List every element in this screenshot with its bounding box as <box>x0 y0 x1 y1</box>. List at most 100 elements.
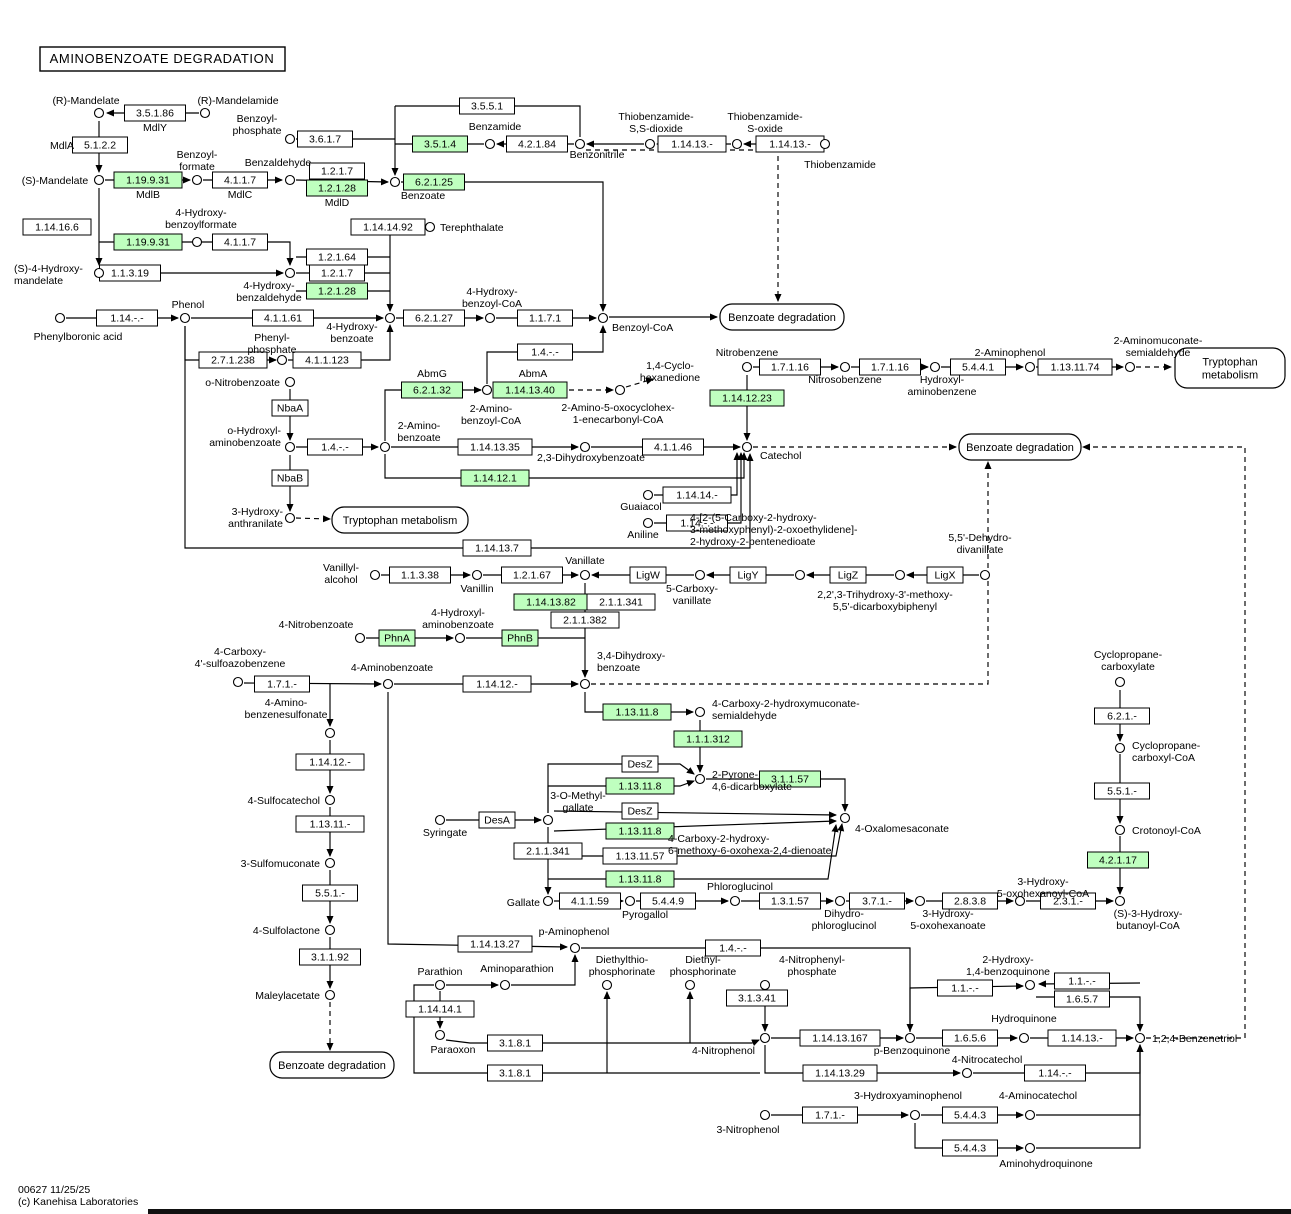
enzyme-box-1-2-1-64[interactable]: 1.2.1.64 <box>306 248 368 266</box>
compound-node-benzamide[interactable] <box>484 138 496 150</box>
enzyme-box-ligw[interactable]: LigW <box>629 566 667 584</box>
compound-node-paraoxon[interactable] <box>434 1029 446 1041</box>
compound-node-aminoparathion[interactable] <box>499 979 511 991</box>
enzyme-box-3-5-1-86[interactable]: 3.5.1.86 <box>124 104 186 122</box>
compound-node-5-carboxyvanillate[interactable] <box>694 569 706 581</box>
compound-node-s-3-hydroxybutanoyl-coa[interactable] <box>1114 895 1126 907</box>
enzyme-box[interactable] <box>254 675 310 693</box>
enzyme-box-1-2-1-28[interactable]: 1.2.1.28 <box>306 282 368 300</box>
enzyme-box-1-13-11-8[interactable]: 1.13.11.8 <box>605 777 675 795</box>
pathway-link[interactable]: Tryptophan metabolism <box>331 506 469 534</box>
enzyme-box-desa[interactable]: DesA <box>478 811 516 829</box>
compound-node-benzonitrile[interactable] <box>574 138 586 150</box>
compound-node-4-hydroxybenzoate[interactable] <box>384 312 396 324</box>
enzyme-box-1-7-1-16[interactable]: 1.7.1.16 <box>759 358 821 376</box>
compound-node-phenol[interactable] <box>179 312 191 324</box>
enzyme-box-1-14-12-23[interactable]: 1.14.12.23 <box>709 389 785 407</box>
compound-node-thiobenzamide[interactable] <box>819 138 831 150</box>
compound-node-vanillin[interactable] <box>471 569 483 581</box>
enzyme-box[interactable] <box>457 438 533 456</box>
enzyme-box-ligx[interactable]: LigX <box>926 566 964 584</box>
enzyme-box-3-5-1-4[interactable]: 3.5.1.4 <box>412 135 468 153</box>
enzyme-box-highlighted[interactable] <box>709 389 785 407</box>
compound-node-4-nitrophenyl-phosphate[interactable] <box>759 979 771 991</box>
pathway-link-box[interactable] <box>331 506 469 534</box>
enzyme-box-1-13-11-8[interactable]: 1.13.11.8 <box>605 870 675 888</box>
enzyme-box[interactable] <box>705 939 761 957</box>
enzyme-box-6-2-1-[interactable]: 6.2.1.- <box>1094 707 1150 725</box>
compound-node-3-sulfomuconate[interactable] <box>324 857 336 869</box>
compound-node-r-mandelamide[interactable] <box>199 107 211 119</box>
compound-node-vanillyl-alcohol[interactable] <box>369 569 381 581</box>
enzyme-box[interactable] <box>517 309 573 327</box>
enzyme-box[interactable] <box>586 593 656 611</box>
enzyme-box[interactable] <box>72 136 128 154</box>
enzyme-box[interactable] <box>459 97 515 115</box>
compound-node-terephthalate[interactable] <box>424 221 436 233</box>
enzyme-box[interactable] <box>292 351 362 369</box>
compound-node-4-nitrobenzoate[interactable] <box>354 632 366 644</box>
enzyme-box[interactable] <box>309 162 365 180</box>
enzyme-box-1-14-14-[interactable]: 1.14.14.- <box>662 486 732 504</box>
compound-node-4-oxalomesaconate[interactable] <box>839 812 851 824</box>
compound-node-o-hydroxylaminobenzoate[interactable] <box>284 441 296 453</box>
pathway-link[interactable]: Benzoate degradation <box>269 1051 395 1079</box>
enzyme-box-2-1-1-341[interactable]: 2.1.1.341 <box>586 593 656 611</box>
enzyme-box-3-1-8-1[interactable]: 3.1.8.1 <box>487 1034 543 1052</box>
enzyme-box[interactable] <box>859 358 921 376</box>
enzyme-box-highlighted[interactable] <box>460 469 530 487</box>
compound-node-diethylthiophosphorinate[interactable] <box>601 979 613 991</box>
enzyme-box[interactable] <box>559 892 621 910</box>
enzyme-box[interactable] <box>124 104 186 122</box>
enzyme-box-4-2-1-84[interactable]: 4.2.1.84 <box>506 135 568 153</box>
enzyme-box-1-14-[interactable]: 1.14.-.- <box>1024 1064 1086 1082</box>
enzyme-box-1-2-1-28[interactable]: 1.2.1.28 <box>306 179 368 197</box>
compound-node-3-4-dihydroxybenzoate[interactable] <box>579 678 591 690</box>
enzyme-box[interactable] <box>937 979 993 997</box>
compound-node-phloroglucinol[interactable] <box>729 895 741 907</box>
enzyme-box-3-7-1-[interactable]: 3.7.1.- <box>849 892 905 910</box>
enzyme-box[interactable] <box>799 1029 881 1047</box>
enzyme-box[interactable] <box>403 309 465 327</box>
enzyme-box[interactable] <box>602 847 678 865</box>
enzyme-box[interactable] <box>1024 1064 1086 1082</box>
pathway-link-box[interactable] <box>958 433 1082 461</box>
compound-node-2-aminobenzoyl-coa[interactable] <box>481 384 493 396</box>
enzyme-box[interactable] <box>22 218 92 236</box>
enzyme-box[interactable] <box>307 438 363 456</box>
enzyme-box[interactable] <box>726 989 788 1007</box>
enzyme-box-3-1-8-1[interactable]: 3.1.8.1 <box>487 1064 543 1082</box>
compound-node-p-aminophenol[interactable] <box>569 942 581 954</box>
enzyme-box-1-14-12-1[interactable]: 1.14.12.1 <box>460 469 530 487</box>
enzyme-box-2-3-1-[interactable]: 2.3.1.- <box>1040 892 1096 910</box>
enzyme-box-1-1-7-1[interactable]: 1.1.7.1 <box>517 309 573 327</box>
compound-node-nitrobenzene[interactable] <box>741 361 753 373</box>
enzyme-box-1-1-[interactable]: 1.1.-.- <box>1054 972 1110 990</box>
enzyme-box[interactable] <box>621 802 659 820</box>
enzyme-box-highlighted[interactable] <box>759 770 821 788</box>
compound-node-catechol[interactable] <box>741 441 753 453</box>
enzyme-box-desz[interactable]: DesZ <box>621 755 659 773</box>
enzyme-box[interactable] <box>640 892 696 910</box>
compound-node-parathion[interactable] <box>434 979 446 991</box>
compound-node-3-hydroxy-5-oxohexanoate[interactable] <box>914 895 926 907</box>
enzyme-box-1-14-14-1[interactable]: 1.14.14.1 <box>405 1000 475 1018</box>
enzyme-box[interactable] <box>405 1000 475 1018</box>
enzyme-box-highlighted[interactable] <box>403 173 465 191</box>
enzyme-box-3-1-1-57[interactable]: 3.1.1.57 <box>759 770 821 788</box>
compound-node-2-aminobenzoate[interactable] <box>379 441 391 453</box>
enzyme-box[interactable] <box>478 811 516 829</box>
enzyme-box-1-14-13-29[interactable]: 1.14.13.29 <box>802 1064 878 1082</box>
compound-node-thiobenzamide-ss-dioxide[interactable] <box>644 138 656 150</box>
enzyme-box[interactable] <box>252 309 314 327</box>
enzyme-box-6-2-1-27[interactable]: 6.2.1.27 <box>403 309 465 327</box>
enzyme-box-highlighted[interactable] <box>1087 851 1149 869</box>
enzyme-box-highlighted[interactable] <box>412 135 468 153</box>
enzyme-box[interactable] <box>212 233 268 251</box>
enzyme-box-1-7-1-[interactable]: 1.7.1.- <box>254 675 310 693</box>
enzyme-box[interactable] <box>1054 972 1110 990</box>
compound-node-1-2-4-benzenetriol[interactable] <box>1134 1032 1146 1044</box>
enzyme-box[interactable] <box>297 130 353 148</box>
compound-node-4-nitrocatechol[interactable] <box>961 1067 973 1079</box>
enzyme-box[interactable] <box>621 755 659 773</box>
